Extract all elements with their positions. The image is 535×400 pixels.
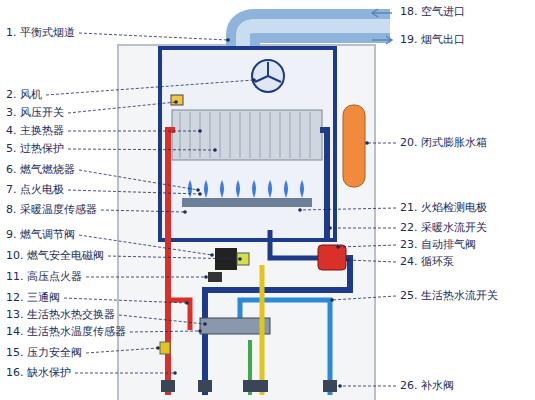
safety-valve <box>160 342 170 354</box>
leader-line <box>79 170 198 190</box>
callout-label: 25. 生活热水流开关 <box>400 289 498 303</box>
callout-label: 16. 缺水保护 <box>6 366 71 380</box>
leader-dot <box>174 100 178 104</box>
heat-exchanger <box>172 110 322 160</box>
fins <box>180 112 310 158</box>
leader-line <box>119 315 205 324</box>
leader-dot <box>365 141 369 145</box>
igniter <box>208 272 222 282</box>
callout-label: 18. 空气进口 <box>400 5 465 19</box>
leader-dot <box>328 226 332 230</box>
flames <box>188 180 304 198</box>
callout-label: 9. 燃气调节阀 <box>6 228 75 242</box>
callout-label: 24. 循环泵 <box>400 255 454 269</box>
leader-dot <box>183 210 187 214</box>
leader-line <box>64 298 187 303</box>
return-pipe <box>320 130 327 240</box>
callout-label: 11. 高压点火器 <box>6 270 82 284</box>
combustion-chamber <box>160 48 335 240</box>
callout-label: 20. 闭式膨胀水箱 <box>400 136 487 150</box>
pump-inlet <box>270 230 318 258</box>
leader-dot <box>196 188 200 192</box>
leader-dot <box>226 38 230 42</box>
callout-label: 7. 点火电极 <box>6 183 64 197</box>
callout-label: 6. 燃气燃烧器 <box>6 163 75 177</box>
callout-label: 26. 补水阀 <box>400 379 454 393</box>
leader-line <box>68 102 176 113</box>
leader-dot <box>185 301 189 305</box>
leader-line <box>108 256 240 259</box>
callout-label: 10. 燃气安全电磁阀 <box>6 249 104 263</box>
leader-dot <box>338 384 342 388</box>
supply-pipe <box>168 130 175 395</box>
gas-pipe <box>260 265 265 395</box>
leader-line <box>86 348 158 353</box>
fittings <box>161 380 337 392</box>
callout-label: 19. 烟气出口 <box>400 33 465 47</box>
leader-line <box>68 190 200 194</box>
air-arrow <box>372 9 392 17</box>
leader-dot <box>198 329 202 333</box>
leader-line <box>367 143 396 144</box>
callout-label: 5. 过热保护 <box>6 142 64 156</box>
callout-label: 23. 自动排气阀 <box>400 238 476 252</box>
leader-line <box>79 33 228 40</box>
fan <box>252 60 284 92</box>
leader-line <box>330 228 396 229</box>
leader-dot <box>204 275 208 279</box>
casing <box>118 45 375 400</box>
leader-line <box>338 245 396 247</box>
solenoid-valve <box>237 253 249 265</box>
callout-label: 14. 生活热水温度传感器 <box>6 325 126 339</box>
callout-label: 8. 采暖温度传感器 <box>6 203 97 217</box>
callout-label: 22. 采暖水流开关 <box>400 221 487 235</box>
supply-branch <box>168 300 190 330</box>
pump <box>318 245 346 270</box>
exhaust-arrow <box>372 36 392 44</box>
leader-dot <box>173 371 177 375</box>
callout-label: 21. 火焰检测电极 <box>400 201 487 215</box>
burner <box>182 198 312 207</box>
leader-dot <box>198 129 202 133</box>
leader-line <box>68 149 215 150</box>
leader-line <box>86 277 206 278</box>
leader-dot <box>238 257 242 261</box>
leader-dot <box>156 346 160 350</box>
callout-label: 3. 风压开关 <box>6 106 64 120</box>
leader-line <box>46 80 254 95</box>
leader-dot <box>213 148 217 152</box>
leader-line <box>348 260 396 262</box>
callout-label: 15. 压力安全阀 <box>6 346 82 360</box>
callout-label: 4. 主换热器 <box>6 124 64 138</box>
leader-dot <box>252 78 256 82</box>
leader-dot <box>336 245 340 249</box>
leader-line <box>340 386 396 387</box>
leader-dot <box>346 258 350 262</box>
fan-blades <box>255 62 281 82</box>
leader-line <box>68 131 200 132</box>
leader-dot <box>330 298 334 302</box>
leader-line <box>130 331 200 332</box>
leader-dot <box>298 208 302 212</box>
leader-line <box>75 373 175 374</box>
callout-label: 2. 风机 <box>6 88 42 102</box>
leader-line <box>300 208 396 210</box>
leader-line <box>332 296 396 300</box>
expansion-tank <box>343 105 365 187</box>
callout-label: 12. 三通阀 <box>6 291 60 305</box>
leader-dot <box>203 322 207 326</box>
callout-label: 13. 生活热水热交换器 <box>6 308 115 322</box>
dhw-pipe <box>240 300 330 395</box>
callout-label: 1. 平衡式烟道 <box>6 26 75 40</box>
leader-dot <box>210 253 214 257</box>
leader-dot <box>198 192 202 196</box>
pressure-switch <box>171 95 183 105</box>
leader-line <box>101 210 185 212</box>
